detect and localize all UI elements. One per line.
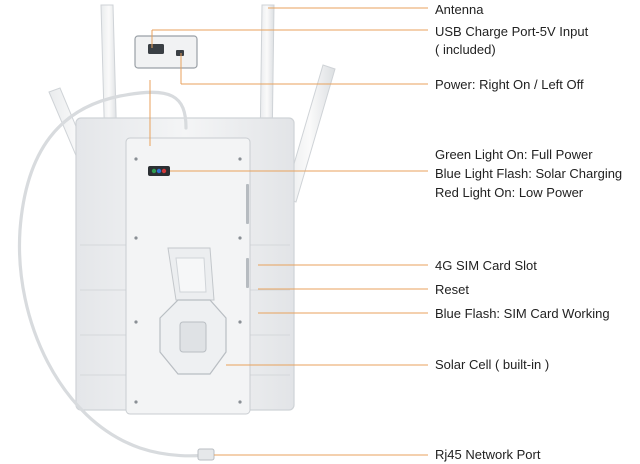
mount-bracket	[159, 247, 227, 375]
label-reset: Reset	[435, 282, 469, 297]
label-blue-light: Blue Light Flash: Solar Charging	[435, 166, 623, 181]
label-power-switch: Power: Right On / Left Off	[435, 77, 584, 92]
label-green-light: Green Light On: Full Power	[435, 147, 593, 162]
network-cable	[17, 90, 214, 458]
label-usb-charge-port: USB Charge Port-5V Input	[435, 24, 589, 39]
led-red	[161, 168, 167, 174]
label-solar-cell: Solar Cell ( built-in )	[435, 357, 550, 372]
led-blue	[156, 168, 162, 174]
label-blue-flash-sim: Blue Flash: SIM Card Working	[435, 306, 610, 321]
label-usb-included: ( included)	[435, 42, 496, 57]
device-housing	[75, 117, 295, 415]
status-leds	[148, 166, 170, 176]
label-rj45-port: Rj45 Network Port	[435, 447, 541, 462]
rj45-plug	[197, 448, 215, 461]
label-red-light: Red Light On: Low Power	[435, 185, 584, 200]
led-green	[151, 168, 157, 174]
label-antenna: Antenna	[435, 2, 484, 17]
antenna-right-outer	[283, 64, 336, 203]
usb-charge-port	[134, 35, 198, 69]
leader-lines	[149, 7, 428, 456]
label-sim-card-slot: 4G SIM Card Slot	[435, 258, 537, 273]
